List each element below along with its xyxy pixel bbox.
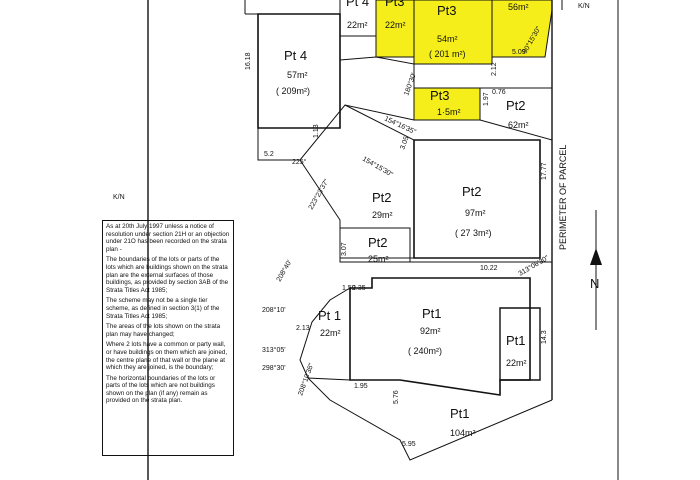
- pt2-mid-outline: [299, 104, 415, 259]
- note-paragraph: The horizontal boundaries of the lots or…: [106, 374, 216, 405]
- dim-label: 1.13: [313, 124, 320, 138]
- pt2-right-label: Pt2: [506, 98, 526, 113]
- boundary-left-diag: [257, 104, 415, 161]
- note-paragraph: The scheme may not be a single tier sche…: [106, 297, 220, 320]
- dim-label: 1.59: [342, 285, 356, 292]
- pt1-left-outline: [299, 287, 351, 381]
- pt2-main-area-paren: ( 27 3m²): [455, 228, 492, 238]
- pt2-right-outline: [479, 87, 553, 141]
- pt1-main-area-paren: ( 240m²): [408, 346, 442, 356]
- left-mark: K/N: [113, 194, 125, 201]
- dim-label: 2.13: [296, 325, 310, 332]
- note-paragraph: The boundaries of the lots or parts of t…: [106, 256, 229, 294]
- note-paragraph: The areas of the lots shown on the strat…: [106, 323, 221, 338]
- pt3-right-fill: [491, 0, 553, 58]
- dim-label: 0.76: [492, 89, 506, 96]
- dim-label: 17.77: [541, 162, 548, 180]
- pt4-main-outline: [257, 13, 341, 129]
- bearing-label: 313°05': [262, 346, 286, 354]
- pt2-mid-area: 29m²: [372, 210, 393, 220]
- pt2-small-area: 25m²: [368, 254, 389, 264]
- pt3-small-area: 1·5m²: [437, 107, 461, 117]
- pt1-right-area: 22m²: [506, 358, 527, 368]
- pt2-small-label: Pt2: [368, 235, 388, 250]
- pt2-main-label: Pt2: [462, 184, 482, 199]
- dim-label: 3.05: [399, 135, 410, 150]
- north-label: N: [590, 276, 599, 291]
- north-arrow-head: [590, 248, 602, 265]
- pt4-main-area: 57m²: [287, 70, 308, 80]
- dim-label: 5.95: [402, 441, 416, 448]
- perimeter-label: PERIMETER OF PARCEL: [558, 145, 568, 250]
- pt3-main-area: 54m²: [437, 34, 458, 44]
- dim-label: 10.22: [480, 265, 498, 272]
- pt1-bottom-area: 104m²: [450, 428, 476, 438]
- pt3-small-label: Pt3: [430, 88, 450, 103]
- bearing-label: 298°30': [262, 364, 286, 372]
- pt3-main-area-paren: ( 201 m²): [429, 49, 466, 59]
- bearing-label: 223°23'37": [307, 177, 331, 211]
- strata-notes-box: As at 20th July 1997 unless a notice of …: [102, 220, 234, 456]
- dim-label: 3.07: [341, 242, 348, 256]
- pt3-main-fill: [413, 0, 493, 65]
- pt4-main-area-paren: ( 209m²): [276, 86, 310, 96]
- pt3-main-label: Pt3: [437, 3, 457, 18]
- bearing-label: 208°40': [275, 259, 294, 283]
- pt1-left-label: Pt 1: [318, 308, 341, 323]
- bearing-label: 225°: [292, 158, 307, 166]
- pt2-right-area: 62m²: [508, 120, 529, 130]
- pt1-left-area: 22m²: [320, 328, 341, 338]
- dim-label: 16.18: [245, 52, 252, 70]
- pt4-top-area: 22m²: [347, 20, 368, 30]
- pt2-main-outline: [413, 139, 541, 259]
- dim-label: 5.2: [264, 151, 274, 158]
- dim-label: 2.12: [491, 62, 498, 76]
- pt1-bottom-outline: [307, 377, 553, 461]
- corner-mark: K/N: [578, 3, 590, 10]
- note-paragraph: As at 20th July 1997 unless a notice of …: [106, 223, 230, 253]
- bearing-label: 154°15'30": [361, 155, 395, 179]
- note-paragraph: Where 2 lots have a common or party wall…: [106, 341, 228, 372]
- boundary-pt4-lower: [339, 56, 415, 88]
- dim-label: 14.3: [541, 330, 548, 344]
- dim-label: 1.95: [354, 383, 368, 390]
- pt1-main-outline: [349, 277, 531, 396]
- pt1-right-label: Pt1: [506, 333, 526, 348]
- pt3-left-label: Pt3: [385, 0, 405, 9]
- bearing-label: 208°10': [262, 306, 286, 314]
- pt4-top-outline: [339, 0, 376, 37]
- pt4-top-label: Pt 4: [346, 0, 369, 9]
- dim-label: 1.97: [483, 92, 490, 106]
- pt2-main-area: 97m²: [465, 208, 486, 218]
- pt2-mid-label: Pt2: [372, 190, 392, 205]
- pt1-bottom-label: Pt1: [450, 406, 470, 421]
- pt3-right-area: 56m²: [508, 2, 529, 12]
- dim-label: 5.76: [393, 390, 400, 404]
- pt4-main-label: Pt 4: [284, 48, 307, 63]
- pt1-main-area: 92m²: [420, 326, 441, 336]
- pt1-main-label: Pt1: [422, 306, 442, 321]
- pt3-left-area: 22m²: [385, 20, 406, 30]
- pt1-right-outline: [499, 307, 541, 381]
- dim-label: 5.09: [512, 49, 526, 56]
- dim-label: 2.35: [352, 285, 366, 292]
- bearing-label: 208°10'38": [296, 362, 315, 397]
